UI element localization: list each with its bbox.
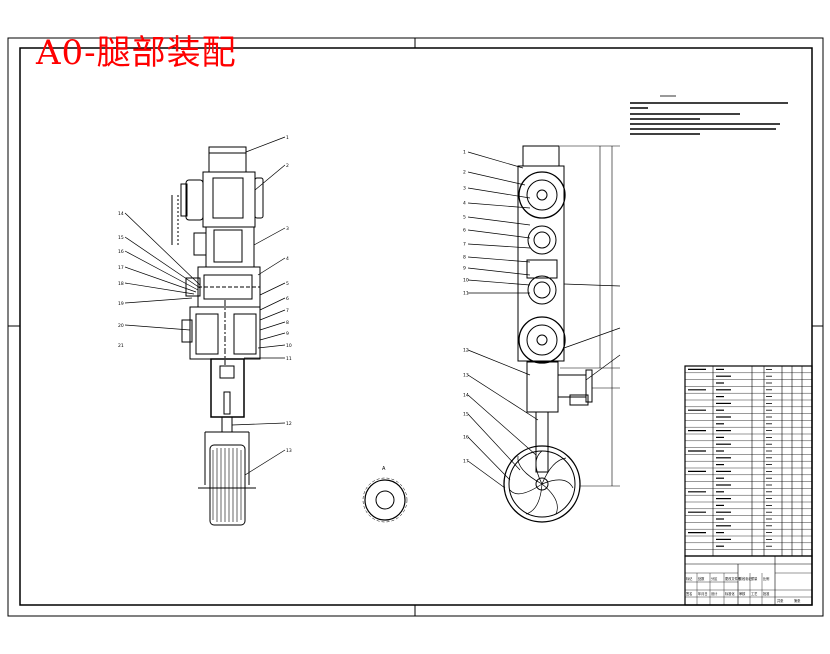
left-callout-13: 13	[286, 448, 292, 454]
right-callout-9: 9	[463, 266, 466, 272]
left-callout-15: 15	[118, 235, 124, 241]
title-cell: 处数	[698, 576, 705, 581]
title-cell: 签名	[686, 591, 692, 596]
title-cell: 重量	[751, 576, 758, 581]
parts-list	[684, 365, 813, 557]
right-callout-7: 7	[463, 242, 466, 248]
section-a-view	[362, 477, 408, 523]
title-cell: 共张	[777, 598, 784, 603]
right-callout-15: 15	[463, 412, 469, 418]
right-callout-10: 10	[463, 278, 469, 284]
technical-notes	[630, 95, 788, 135]
right-callout-12: 12	[463, 348, 469, 354]
left-callout-11: 11	[286, 356, 292, 362]
title-cell: 第张	[794, 598, 801, 603]
left-callout-21: 21	[118, 343, 124, 349]
left-callout-3: 3	[286, 226, 289, 232]
left-callout-2: 2	[286, 163, 289, 169]
sheet-border-inner	[19, 47, 813, 606]
right-callout-6: 6	[463, 228, 466, 234]
title-cell: 标准化	[725, 591, 735, 596]
right-callout-8: 8	[463, 255, 466, 261]
right-callout-4: 4	[463, 201, 466, 207]
left-callout-9: 9	[286, 331, 289, 337]
left-callout-14: 14	[118, 211, 124, 217]
left-callout-16: 16	[118, 249, 124, 255]
left-callout-10: 10	[286, 343, 292, 349]
title-cell: 批准	[763, 591, 770, 596]
title-cell: 标记	[686, 576, 693, 581]
title-cell: 比例	[763, 576, 769, 581]
right-callout-5: 5	[463, 215, 466, 221]
left-callout-8: 8	[286, 320, 289, 326]
title-cell: 审核	[739, 591, 746, 596]
right-callout-17: 17	[463, 459, 469, 465]
center-marks	[8, 38, 823, 616]
section-a-label: A	[382, 466, 386, 472]
title-cell: 年月日	[698, 591, 708, 596]
right-view	[467, 145, 621, 523]
title-cell: 分区	[711, 576, 718, 581]
title-block	[684, 555, 813, 606]
bom-text-marks	[688, 368, 772, 547]
left-callout-12: 12	[286, 421, 292, 427]
right-callout-3: 3	[463, 186, 466, 192]
right-callout-1: 1	[463, 150, 466, 156]
left-callout-7: 7	[286, 308, 289, 314]
left-callout-6: 6	[286, 296, 289, 302]
left-callout-18: 18	[118, 281, 124, 287]
left-callout-1: 1	[286, 135, 289, 141]
left-callout-4: 4	[286, 256, 289, 262]
right-callout-11: 11	[463, 291, 469, 297]
title-cell: 阶段标记	[739, 576, 753, 581]
left-callout-17: 17	[118, 265, 124, 271]
right-callout-14: 14	[463, 393, 469, 399]
drawing-title: A0-腿部装配	[36, 33, 237, 73]
title-block-cells: 标记处数 分区 更改文件号签名 年月日设计 标准化 阶段标记重量比例审核工艺 批准共张 第张	[686, 576, 801, 603]
left-callout-20: 20	[118, 323, 124, 329]
right-callout-2: 2	[463, 170, 466, 176]
left-view	[124, 136, 286, 526]
title-cell: 设计	[711, 591, 718, 596]
title-cell: 更改文件号	[725, 576, 741, 581]
right-callout-13: 13	[463, 373, 469, 379]
left-callout-5: 5	[286, 281, 289, 287]
left-callout-19: 19	[118, 301, 124, 307]
title-cell: 工艺	[751, 591, 757, 596]
right-callout-16: 16	[463, 435, 469, 441]
